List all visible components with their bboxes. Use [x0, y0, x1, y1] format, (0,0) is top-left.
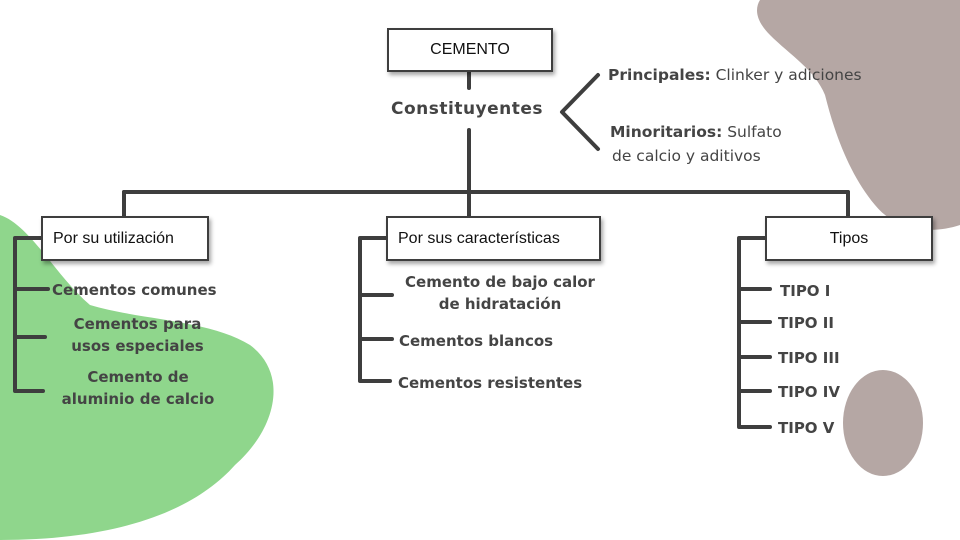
leaf-line: Cementos para — [73, 315, 202, 333]
leaf-usos-especiales: Cementos para usos especiales — [60, 313, 215, 357]
leaf-line: TIPO V — [778, 419, 835, 437]
leaf-line: Cemento de bajo calor — [405, 273, 595, 291]
leaf-line: TIPO I — [780, 282, 831, 300]
leaf-line: aluminio de calcio — [61, 390, 215, 408]
category-label: Por sus características — [398, 229, 560, 247]
leaf-line: Cementos resistentes — [398, 374, 583, 392]
category-node-tipos: Tipos — [765, 216, 933, 261]
leaf-line: Cemento de — [87, 368, 189, 386]
taupe-blob-bottom-shape — [843, 370, 923, 476]
leaf-tipo-2: TIPO II — [778, 312, 834, 334]
leaf-line: Cementos blancos — [399, 332, 554, 350]
category-label: Por su utilización — [53, 229, 174, 247]
root-node-label: CEMENTO — [430, 41, 510, 58]
minoritarios-text: Minoritarios: Sulfato de calcio y aditiv… — [610, 120, 782, 168]
minoritarios-desc-line2: de calcio y aditivos — [612, 147, 761, 165]
leaf-tipo-3: TIPO III — [778, 347, 840, 369]
minoritarios-term: Minoritarios: — [610, 123, 723, 141]
leaf-cementos-resistentes: Cementos resistentes — [398, 372, 582, 394]
leaf-line: de hidratación — [438, 295, 562, 313]
leaf-line: usos especiales — [71, 337, 204, 355]
minoritarios-desc: Sulfato — [722, 123, 782, 141]
leaf-tipo-1: TIPO I — [780, 280, 830, 302]
taupe-blob-top-shape — [757, 0, 960, 230]
leaf-aluminio-calcio: Cemento de aluminio de calcio — [48, 366, 228, 410]
leaf-cementos-comunes: Cementos comunes — [52, 279, 217, 301]
constituyentes-label: Constituyentes — [391, 99, 544, 119]
leaf-cementos-blancos: Cementos blancos — [399, 330, 553, 352]
principales-text: Principales: Clinker y adiciones — [608, 64, 862, 86]
leaf-tipo-5: TIPO V — [778, 417, 834, 439]
green-blob-shape — [0, 215, 274, 540]
category-label: Tipos — [829, 229, 869, 247]
leaf-line: TIPO II — [778, 314, 834, 332]
leaf-bajo-calor: Cemento de bajo calor de hidratación — [396, 271, 604, 315]
leaf-line: TIPO III — [778, 349, 840, 367]
root-node-cemento: CEMENTO — [387, 28, 553, 72]
principales-term: Principales: — [608, 66, 711, 84]
category-node-utilizacion: Por su utilización — [41, 216, 209, 261]
principales-desc: Clinker y adiciones — [710, 66, 862, 84]
leaf-line: Cementos comunes — [52, 281, 217, 299]
leaf-tipo-4: TIPO IV — [778, 381, 840, 403]
category-node-caracteristicas: Por sus características — [386, 216, 601, 261]
leaf-line: TIPO IV — [778, 383, 840, 401]
